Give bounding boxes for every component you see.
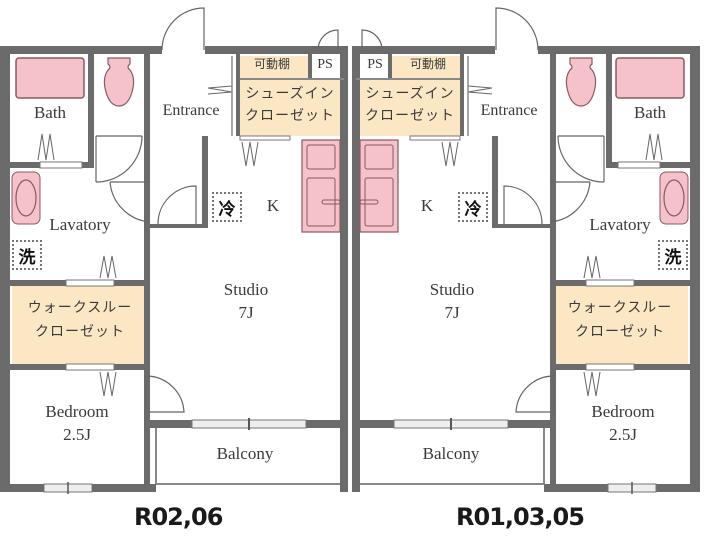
room-size-studio: 7J (444, 303, 460, 322)
room-label-balcony: Balcony (216, 444, 274, 463)
label-walk-through-1: ウォークスルー (27, 301, 133, 316)
washer-space-icon: 洗 (12, 240, 42, 270)
room-label-bath: Bath (33, 103, 67, 122)
label-movable-shelf: 可動棚 (409, 57, 446, 71)
room-label-entrance: Entrance (480, 102, 538, 119)
label-walk-through-2: クローゼット (575, 325, 665, 340)
room-size-studio: 7J (238, 303, 254, 322)
room-label-bath: Bath (633, 103, 667, 122)
room-label-lavatory: Lavatory (49, 215, 111, 234)
label-shoe-closet-2: クローゼット (245, 109, 335, 124)
room-label-lavatory: Lavatory (589, 215, 651, 234)
washer-space-icon: 洗 (658, 240, 688, 270)
room-label-studio: Studio (223, 280, 269, 299)
room-label-bedroom: Bedroom (591, 402, 655, 421)
label-pipe-space: PS (317, 57, 333, 72)
fridge-space-icon: 冷 (458, 192, 488, 222)
fridge-space-icon: 冷 (212, 192, 242, 222)
label-shoe-closet-1: シューズイン (245, 87, 335, 102)
label-pipe-space: PS (367, 57, 383, 72)
unit-id-label: R02,06 (134, 503, 223, 531)
unit-id-label: R01,03,05 (456, 503, 585, 531)
room-label-balcony: Balcony (422, 444, 480, 463)
label-shoe-closet-2: クローゼット (365, 109, 455, 124)
room-size-bedroom: 2.5J (63, 425, 91, 444)
room-label-entrance: Entrance (162, 102, 220, 119)
room-label-bedroom: Bedroom (45, 402, 109, 421)
label-walk-through-1: ウォークスルー (567, 301, 673, 316)
room-label-studio: Studio (429, 280, 475, 299)
room-label-kitchen: K (420, 196, 434, 215)
label-shoe-closet-1: シューズイン (365, 87, 455, 102)
room-label-kitchen: K (266, 196, 280, 215)
room-size-bedroom: 2.5J (609, 425, 637, 444)
label-movable-shelf: 可動棚 (253, 57, 290, 71)
label-walk-through-2: クローゼット (35, 325, 125, 340)
